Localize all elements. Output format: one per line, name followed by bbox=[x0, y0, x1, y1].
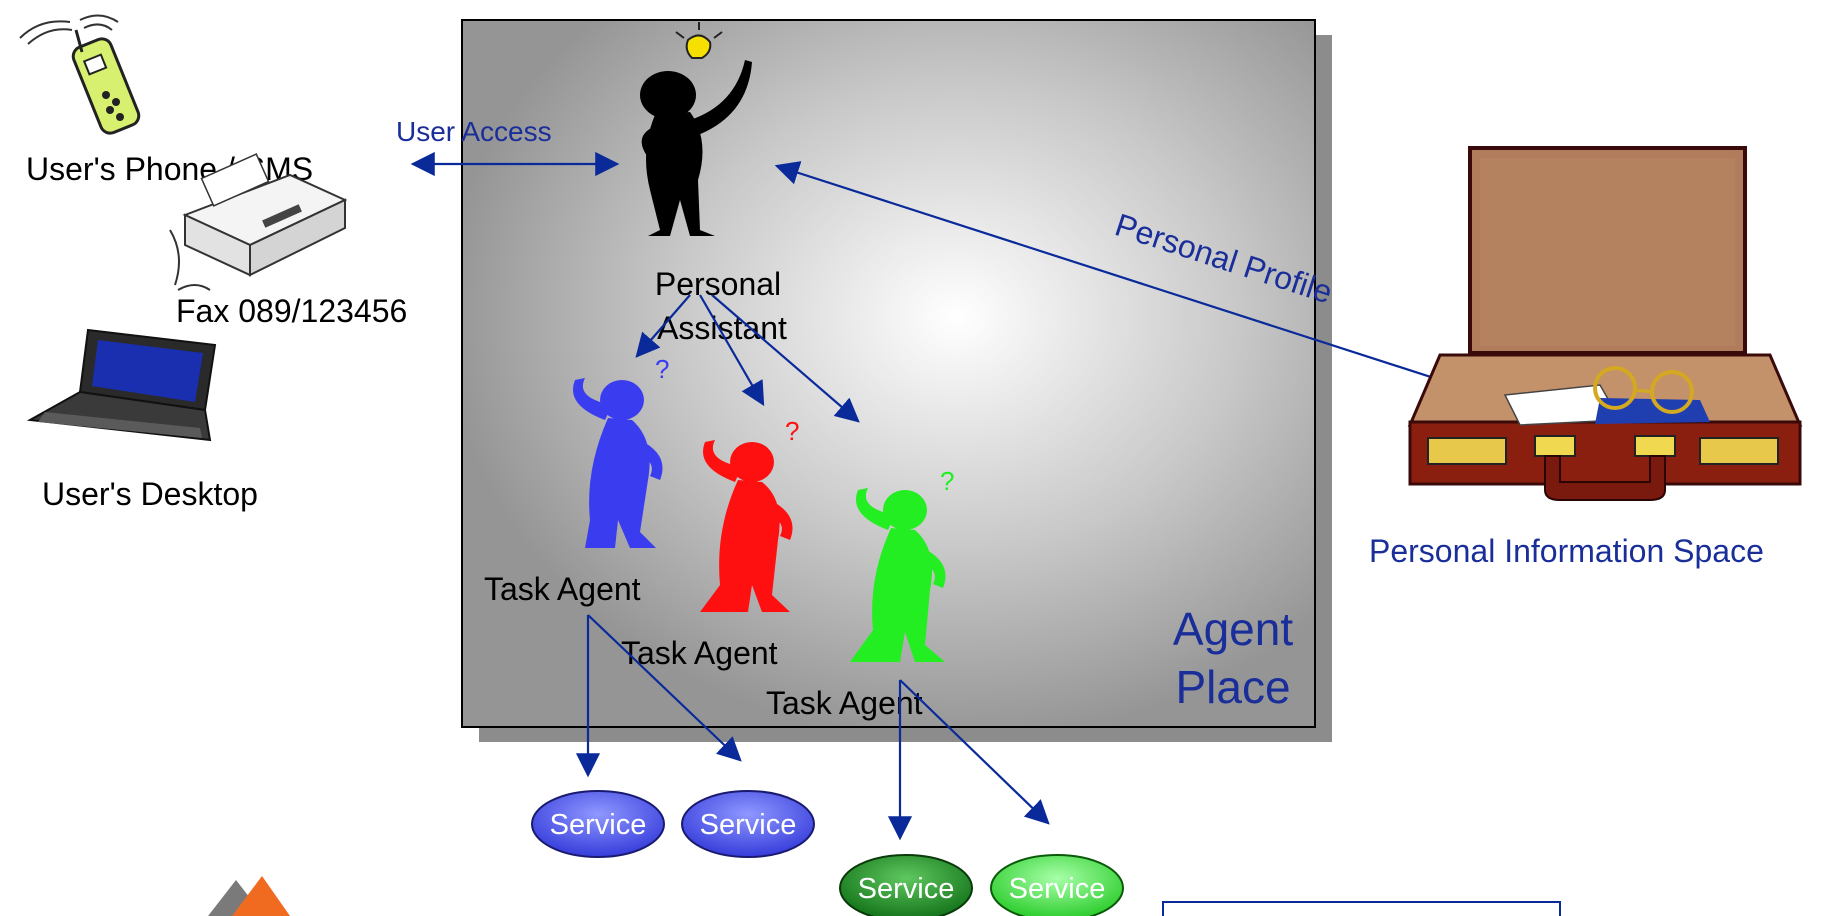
assistant-to-agent2-arrow bbox=[699, 294, 765, 407]
service-4: Service bbox=[990, 854, 1124, 916]
service-3-label: Service bbox=[858, 873, 955, 905]
fax-label: Fax 089/123456 bbox=[176, 293, 407, 329]
agent3-to-service4-arrow bbox=[899, 679, 1050, 825]
phone-icon bbox=[19, 14, 141, 135]
desktop-label: User's Desktop bbox=[42, 476, 258, 512]
briefcase-icon bbox=[1407, 146, 1803, 501]
question-mark-1: ? bbox=[655, 354, 669, 384]
question-mark-2: ? bbox=[785, 416, 799, 446]
lightbulb-icon bbox=[675, 22, 723, 59]
service-4-label: Service bbox=[1009, 873, 1106, 905]
task-agent-2-label: Task Agent bbox=[621, 635, 778, 671]
assistant-to-agent3-arrow bbox=[711, 294, 860, 423]
task-agent-3-figure bbox=[850, 488, 946, 662]
personal-information-space-label: Personal Information Space bbox=[1369, 533, 1764, 569]
service-2-label: Service bbox=[700, 809, 797, 841]
task-agent-1-label: Task Agent bbox=[484, 571, 641, 607]
agent-place-label-line1: Agent bbox=[1173, 603, 1293, 655]
agent-place-label-line2: Place bbox=[1175, 661, 1290, 713]
service-2: Service bbox=[681, 790, 815, 858]
service-3: Service bbox=[839, 854, 973, 916]
task-agent-1-figure bbox=[573, 378, 663, 548]
user-access-label: User Access bbox=[396, 116, 552, 147]
empty-box-outline bbox=[1162, 901, 1561, 916]
service-1-label: Service bbox=[550, 809, 647, 841]
personal-profile-arrow bbox=[774, 161, 1471, 394]
personal-assistant-label-line1: Personal bbox=[655, 266, 781, 302]
personal-assistant-figure bbox=[640, 60, 752, 236]
agent1-to-service2-arrow bbox=[587, 614, 742, 762]
question-mark-3: ? bbox=[940, 466, 954, 496]
assistant-to-agent1-arrow bbox=[635, 294, 691, 358]
service-1: Service bbox=[531, 790, 665, 858]
task-agent-3-label: Task Agent bbox=[766, 685, 923, 721]
task-agent-2-figure bbox=[700, 440, 793, 612]
laptop-icon bbox=[26, 328, 217, 442]
personal-assistant-label-line2: Assistant bbox=[657, 310, 787, 346]
fax-icon bbox=[169, 153, 348, 291]
logo-icon bbox=[208, 876, 290, 916]
